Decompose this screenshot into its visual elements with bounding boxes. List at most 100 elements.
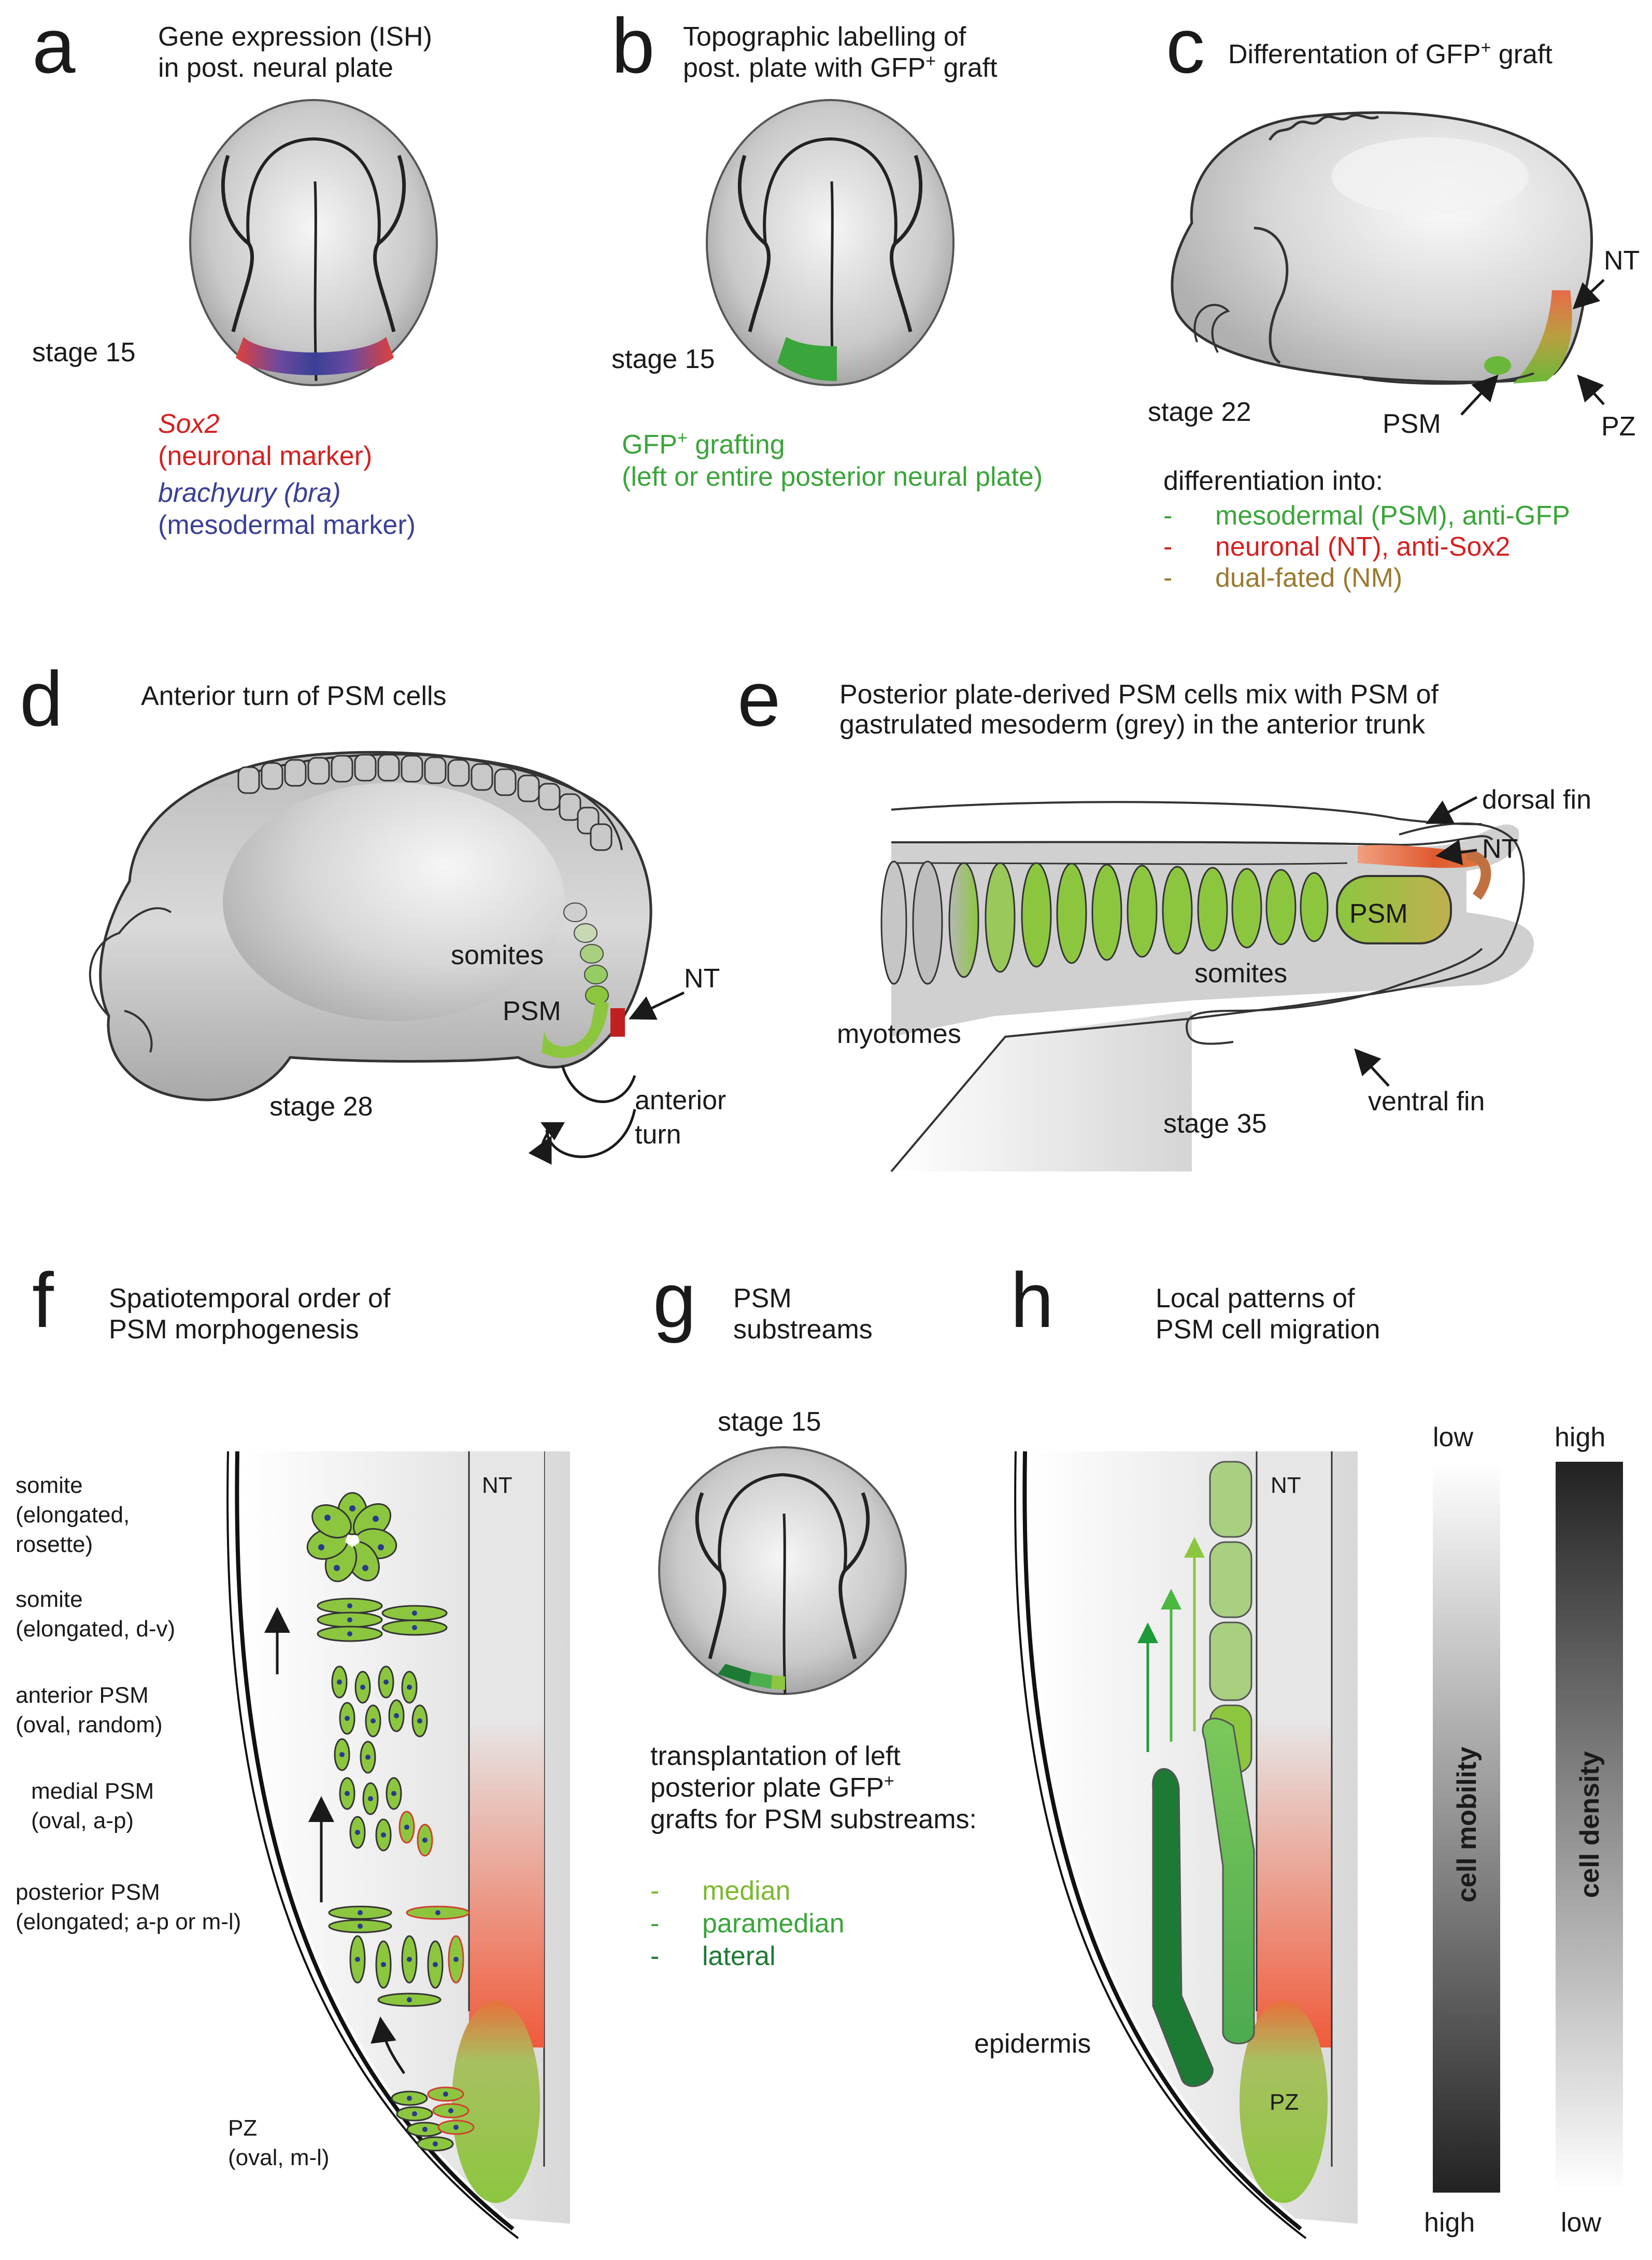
substream-paramedian-dash: -	[650, 1909, 659, 1939]
panel-h-title-line1: Local patterns of	[1156, 1283, 1355, 1313]
cell-mobility-scale: low high cell mobility	[1424, 1422, 1500, 2238]
panel-f: f Spatiotemporal order of PSM morphogene…	[16, 1256, 570, 2239]
panel-h: h Local patterns of PSM cell migration N…	[974, 1256, 1623, 2239]
panel-d-nt-label: NT	[684, 964, 720, 994]
panel-a-stage: stage 15	[32, 337, 136, 368]
rosette-somite	[306, 1492, 397, 1583]
substream-median-dash: -	[650, 1876, 659, 1906]
panel-b-title-line1: Topographic labelling of	[683, 22, 966, 52]
medial-psm-cells	[339, 1777, 433, 1857]
panel-c-title: Differentation of GFP+ graft	[1228, 38, 1553, 69]
stage-posterior-psm-1: posterior PSM	[16, 1880, 160, 1905]
stage-somite-dv-2: (elongated, d-v)	[16, 1616, 175, 1642]
panel-b-stage: stage 15	[611, 344, 715, 374]
embryo-dorsal-view-b	[706, 99, 955, 386]
panel-d-title: Anterior turn of PSM cells	[141, 681, 447, 711]
diff-item-mesodermal-dash: -	[1163, 501, 1172, 531]
ventral-fin-label: ventral fin	[1368, 1086, 1485, 1117]
panel-c-stage: stage 22	[1148, 397, 1251, 427]
substream-paramedian: paramedian	[702, 1909, 845, 1939]
panel-a-title-line1: Gene expression (ISH)	[158, 22, 432, 52]
panel-b-letter: b	[611, 2, 654, 89]
psm-somite-chain	[563, 902, 609, 1005]
substream-desc-line2: posterior plate GFP+	[650, 1771, 894, 1803]
gfp-grafting-detail: (left or entire posterior neural plate)	[622, 462, 1043, 492]
pz-cells	[391, 2086, 475, 2152]
panel-e-title-line1: Posterior plate-derived PSM cells mix wi…	[839, 680, 1439, 710]
bra-label: brachyury (bra)	[158, 478, 341, 508]
panel-g: g PSM substreams stage 15 transplantatio…	[650, 1256, 977, 1971]
panel-d-letter: d	[20, 655, 63, 742]
panel-d-somites-label: somites	[451, 940, 544, 970]
panel-f-letter: f	[32, 1256, 54, 1344]
panel-f-title-line2: PSM morphogenesis	[109, 1315, 359, 1345]
diff-item-dual-dash: -	[1163, 563, 1172, 593]
posterior-psm-cells	[328, 1905, 470, 2007]
stage-somite-rosette-1: somite	[16, 1473, 83, 1498]
embryo-dorsal-view-a	[189, 99, 438, 386]
anterior-turn-label-line1: anterior	[635, 1085, 726, 1115]
panel-d: d Anterior turn of PSM cells	[20, 655, 726, 1165]
panel-c-nt-label: NT	[1604, 246, 1640, 276]
panel-g-stage: stage 15	[718, 1407, 821, 1437]
panel-a: a Gene expression (ISH) in post. neural …	[32, 2, 438, 540]
tailbud-schematic-f	[226, 1451, 570, 2239]
panel-h-letter: h	[1010, 1256, 1053, 1344]
panel-e-psm-label: PSM	[1349, 899, 1408, 929]
panel-c-pz-label: PZ	[1601, 412, 1635, 442]
panel-e: e Posterior plate-derived PSM cells mix …	[737, 655, 1591, 1173]
diff-item-mesodermal: mesodermal (PSM), anti-GFP	[1215, 501, 1570, 531]
panel-g-title-line2: substreams	[733, 1315, 873, 1345]
stage-pz-2: (oval, m-l)	[228, 2145, 330, 2170]
diff-item-dual: dual-fated (NM)	[1215, 563, 1402, 593]
panel-h-title-line2: PSM cell migration	[1156, 1315, 1380, 1345]
panel-e-nt-label: NT	[1482, 834, 1518, 864]
sox2-label: Sox2	[158, 409, 220, 439]
stage-pz-1: PZ	[228, 2115, 257, 2141]
panel-c: c Differentation of GFP+ graft NT stage …	[1148, 2, 1640, 593]
substream-median: median	[702, 1876, 791, 1906]
stage-anterior-psm-1: anterior PSM	[16, 1683, 149, 1708]
mobility-bottom-label: high	[1424, 2208, 1475, 2238]
panel-e-title-line2: gastrulated mesoderm (grey) in the anter…	[839, 710, 1426, 740]
density-bottom-label: low	[1561, 2208, 1601, 2238]
density-top-label: high	[1555, 1422, 1605, 1452]
panel-g-letter: g	[653, 1256, 696, 1344]
anterior-psm-cells	[331, 1665, 428, 1774]
diff-header: differentiation into:	[1163, 466, 1383, 496]
panel-c-letter: c	[1166, 2, 1205, 89]
anterior-turn-label-line2: turn	[635, 1120, 681, 1150]
density-axis-label: cell density	[1575, 1751, 1605, 1898]
paramedian-substream	[1202, 1717, 1255, 2044]
panel-d-psm-label: PSM	[503, 996, 561, 1026]
mobility-top-label: low	[1433, 1422, 1473, 1452]
stage-somite-rosette-2: (elongated,	[16, 1502, 130, 1528]
dorsal-fin-label: dorsal fin	[1482, 785, 1591, 815]
epidermis-label: epidermis	[974, 2029, 1091, 2059]
stage-somite-dv-1: somite	[16, 1587, 83, 1612]
lateral-substream	[1152, 1768, 1214, 2087]
substream-lateral-dash: -	[650, 1941, 659, 1971]
panel-h-pz-label: PZ	[1270, 2089, 1299, 2115]
substream-desc-line3: grafts for PSM substreams:	[650, 1804, 977, 1834]
panel-f-nt-label: NT	[482, 1473, 512, 1498]
stage-posterior-psm-2: (elongated; a-p or m-l)	[16, 1909, 241, 1934]
tadpole-trunk	[880, 801, 1534, 1173]
diff-item-neuronal-dash: -	[1163, 532, 1172, 562]
stage-anterior-psm-2: (oval, random)	[16, 1712, 163, 1738]
gfp-grafting-label: GFP+ grafting	[622, 428, 785, 460]
substream-lateral: lateral	[702, 1941, 776, 1971]
panel-e-letter: e	[737, 655, 780, 742]
panel-a-title-line2: in post. neural plate	[158, 53, 393, 83]
myotomes-label: myotomes	[837, 1019, 961, 1049]
panel-h-nt-label: NT	[1271, 1473, 1301, 1498]
embryo-dorsal-view-g	[658, 1446, 907, 1695]
somite-series	[880, 860, 1329, 985]
bra-marker-label: (mesodermal marker)	[158, 510, 416, 540]
sox2-marker-label: (neuronal marker)	[158, 441, 372, 471]
elongated-dv-somite	[317, 1598, 448, 1642]
stage-medial-psm-1: medial PSM	[31, 1778, 154, 1804]
embryo-stage28	[89, 751, 652, 1101]
